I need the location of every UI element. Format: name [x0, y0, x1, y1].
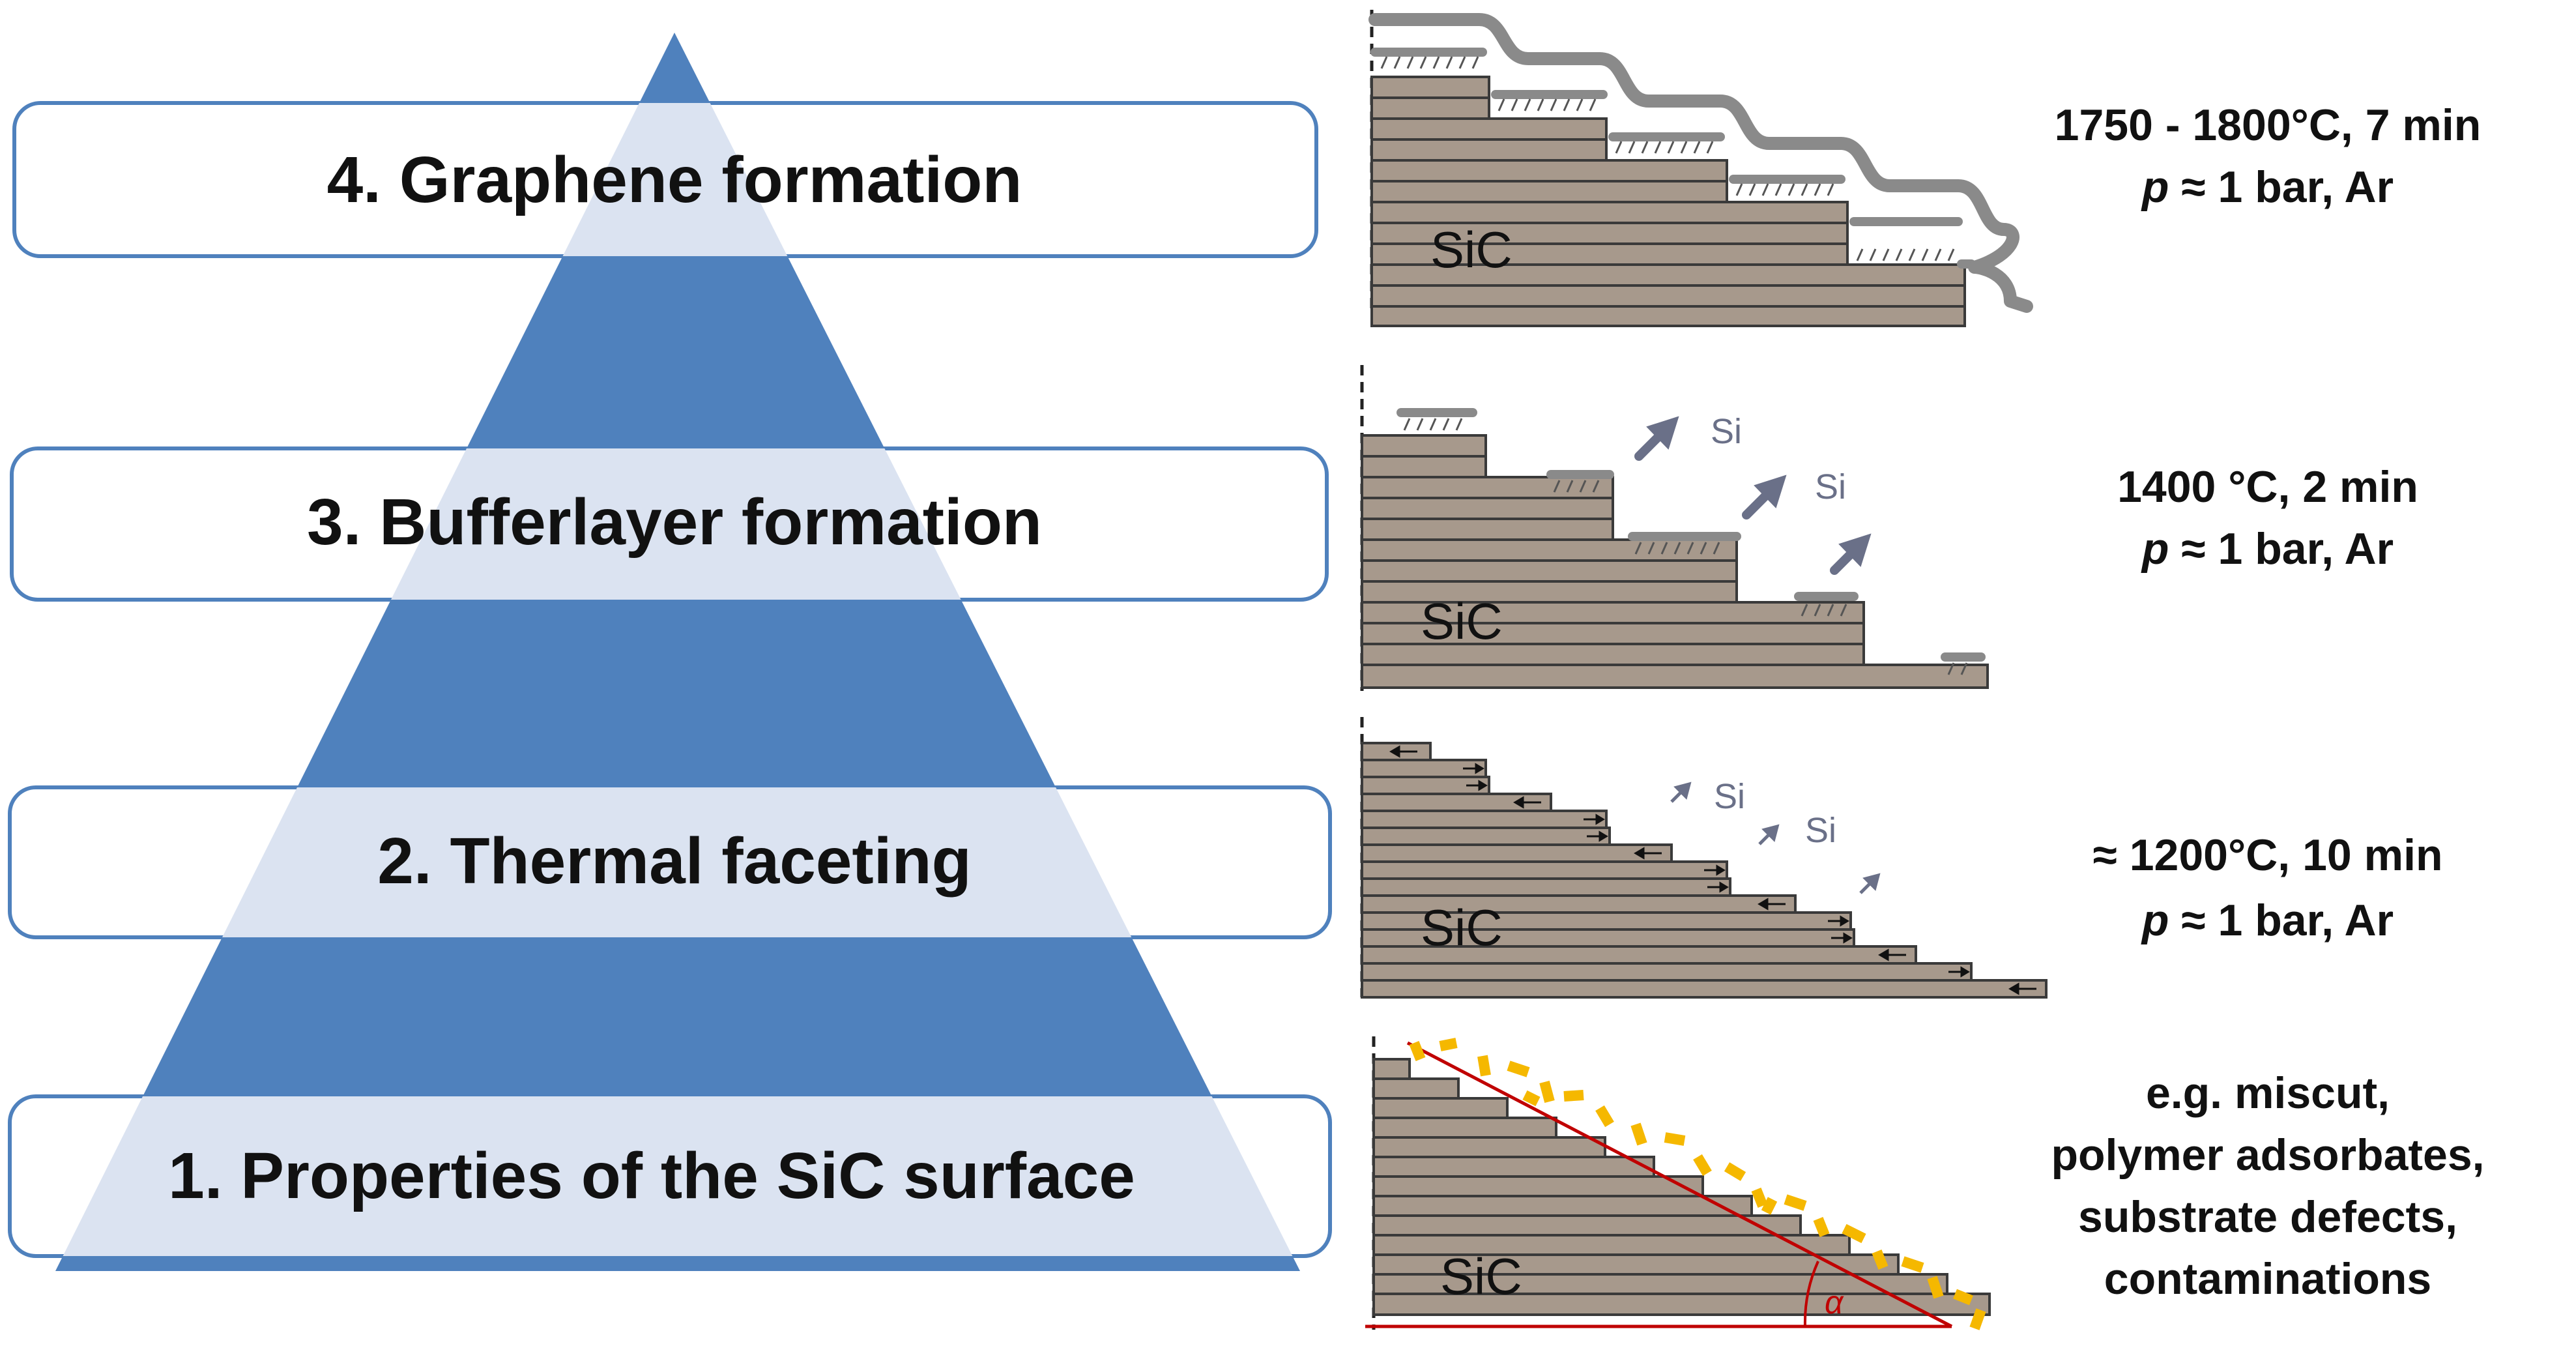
stage-3-label: 3. Bufferlayer formation: [307, 486, 1042, 559]
conditions-1-line-4: contaminations: [2104, 1254, 2432, 1304]
surface-panel: α SiC: [1365, 1036, 1991, 1330]
bufferlayer-si-label-2: Si: [1815, 467, 1846, 506]
conditions-3-line-1: 1400 °C, 2 min: [2117, 462, 2418, 512]
conditions-1-line-3: substrate defects,: [2078, 1192, 2457, 1242]
bufferlayer-sic-label: SiC: [1421, 593, 1503, 650]
faceting-sic-label: SiC: [1421, 899, 1503, 956]
faceting-panel: Si Si SiC: [1360, 717, 2048, 999]
faceting-si-label-1: Si: [1714, 777, 1745, 816]
graphene-panel: SiC: [1368, 10, 2033, 327]
pyramid-triangle: [55, 33, 1300, 1271]
graphene-sic-label: SiC: [1430, 221, 1512, 278]
conditions-stage-2: ≈ 1200°C, 10 min p ≈ 1 bar, Ar: [2093, 830, 2443, 945]
stage-4-band: 4. Graphene formation: [12, 101, 1318, 258]
bufferlayer-panel: Si Si SiC: [1360, 365, 1989, 691]
conditions-2-line-1: ≈ 1200°C, 10 min: [2093, 830, 2443, 880]
conditions-stage-4: 1750 - 1800°C, 7 min p ≈ 1 bar, Ar: [2055, 100, 2482, 212]
conditions-4-line-1: 1750 - 1800°C, 7 min: [2055, 100, 2482, 150]
stage-1-label: 1. Properties of the SiC surface: [168, 1139, 1135, 1212]
process-pyramid: 4. Graphene formation 3. Bufferlayer for…: [8, 33, 1332, 1271]
conditions-2-line-2: p ≈ 1 bar, Ar: [2141, 896, 2394, 945]
stage-4-label: 4. Graphene formation: [327, 143, 1022, 216]
conditions-4-line-2: p ≈ 1 bar, Ar: [2141, 162, 2394, 212]
stage-2-label: 2. Thermal faceting: [377, 825, 971, 898]
conditions-1-line-1: e.g. miscut,: [2146, 1068, 2390, 1118]
bufferlayer-si-label-1: Si: [1711, 412, 1742, 451]
stage-2-band: 2. Thermal faceting: [8, 785, 1332, 939]
miscut-angle-label: α: [1825, 1284, 1844, 1321]
surface-sic-label: SiC: [1440, 1248, 1522, 1305]
faceting-si-label-2: Si: [1805, 811, 1836, 850]
stage-3-band: 3. Bufferlayer formation: [10, 446, 1329, 602]
conditions-stage-3: 1400 °C, 2 min p ≈ 1 bar, Ar: [2117, 462, 2418, 574]
conditions-stage-1: e.g. miscut, polymer adsorbates, substra…: [2051, 1068, 2484, 1304]
conditions-3-line-2: p ≈ 1 bar, Ar: [2141, 524, 2394, 574]
conditions-1-line-2: polymer adsorbates,: [2051, 1130, 2484, 1180]
stage-1-band: 1. Properties of the SiC surface: [8, 1094, 1332, 1258]
